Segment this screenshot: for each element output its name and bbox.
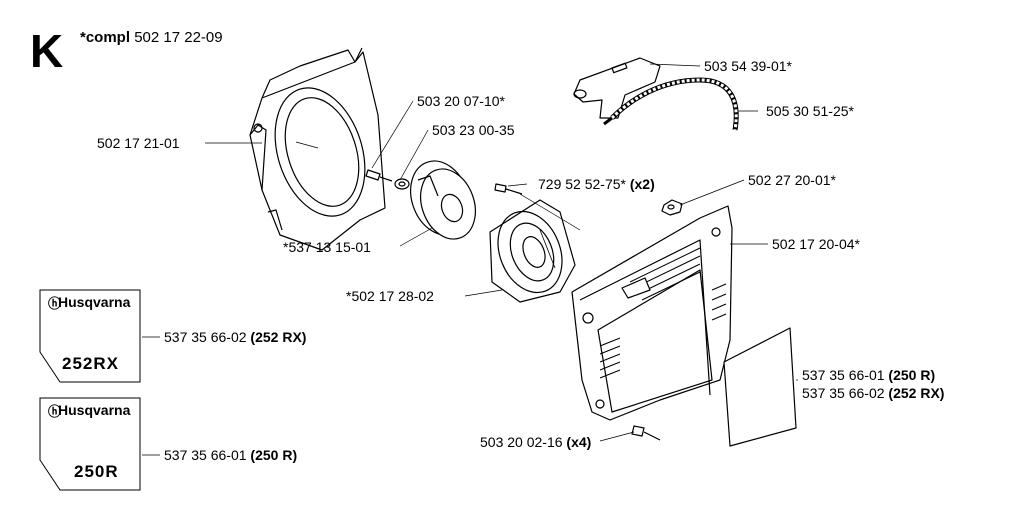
label-decal-right-b-model: (252 RX) — [888, 385, 945, 401]
label-decal-right-b-part: 537 35 66-02 — [802, 385, 885, 401]
decal-252-brand: ⓗ — [48, 296, 61, 312]
label-fan-housing: 502 17 21-01 — [97, 135, 180, 151]
decal-250-brand-text: Husqvarna — [58, 402, 131, 418]
label-starter-cover: 502 17 20-04* — [772, 236, 860, 252]
label-decal-252-model: (252 RX) — [250, 329, 307, 345]
compl-number: 502 17 22-09 — [134, 29, 223, 46]
label-screw-x4-part: 503 20 02-16 — [480, 434, 563, 450]
label-spring-cassette: *502 17 28-02 — [346, 288, 434, 304]
label-decal-right-b: 537 35 66-02 (252 RX) — [802, 385, 944, 401]
decal-250-model-text: 250R — [74, 462, 119, 481]
label-screw-x2-part: 729 52 52-75* — [538, 176, 626, 192]
label-rope: 505 30 51-25* — [766, 103, 854, 119]
decal-252-brand-text: Husqvarna — [58, 294, 131, 310]
section-letter: K — [30, 25, 64, 77]
label-nut: 502 27 20-01* — [748, 172, 836, 188]
screw-x4-part — [631, 425, 661, 441]
compl-prefix: *compl — [80, 29, 131, 46]
label-screw-x4-qty: (x4) — [566, 434, 592, 450]
svg-text:ⓗ: ⓗ — [48, 404, 61, 420]
label-decal-250-model: (250 R) — [250, 447, 298, 463]
label-screw-x2-qty: (x2) — [629, 176, 655, 192]
label-screw-x4: 503 20 02-16 (x4) — [480, 434, 591, 450]
decal-252-model-text: 252RX — [62, 354, 119, 373]
label-washer: 503 23 00-35 — [432, 122, 515, 138]
decal-250r-card: ⓗ — [39, 397, 141, 491]
label-decal-250-part: 537 35 66-01 — [164, 447, 247, 463]
label-screw-x2: 729 52 52-75* (x2) — [538, 176, 655, 192]
starter-screw-part — [365, 169, 393, 182]
washer-part — [394, 178, 410, 190]
starter-cover-part — [571, 205, 733, 421]
decal-sheet-part — [723, 327, 797, 447]
complete-assembly-label: *compl 502 17 22-09 — [80, 29, 223, 46]
label-decal-right-a-part: 537 35 66-01 — [802, 367, 885, 383]
label-pulley: *537 13 15-01 — [283, 239, 371, 255]
starter-rope-part — [603, 77, 739, 131]
screw-x2-part — [494, 183, 523, 195]
spring-cassette-part — [489, 199, 576, 303]
starter-handle-part — [573, 57, 661, 119]
label-starter-screw: 503 20 07-10* — [417, 93, 505, 109]
label-handle: 503 54 39-01* — [704, 58, 792, 74]
label-decal-250: 537 35 66-01 (250 R) — [164, 447, 297, 463]
nut-part — [661, 199, 683, 216]
decal-252rx-card: ⓗ — [39, 289, 141, 383]
label-decal-252-part: 537 35 66-02 — [164, 329, 247, 345]
label-decal-252: 537 35 66-02 (252 RX) — [164, 329, 306, 345]
label-decal-right-a-model: (250 R) — [888, 367, 936, 383]
fan-housing-part — [249, 47, 386, 251]
label-decal-right-a: 537 35 66-01 (250 R) — [802, 367, 935, 383]
pulley-part — [410, 160, 476, 240]
